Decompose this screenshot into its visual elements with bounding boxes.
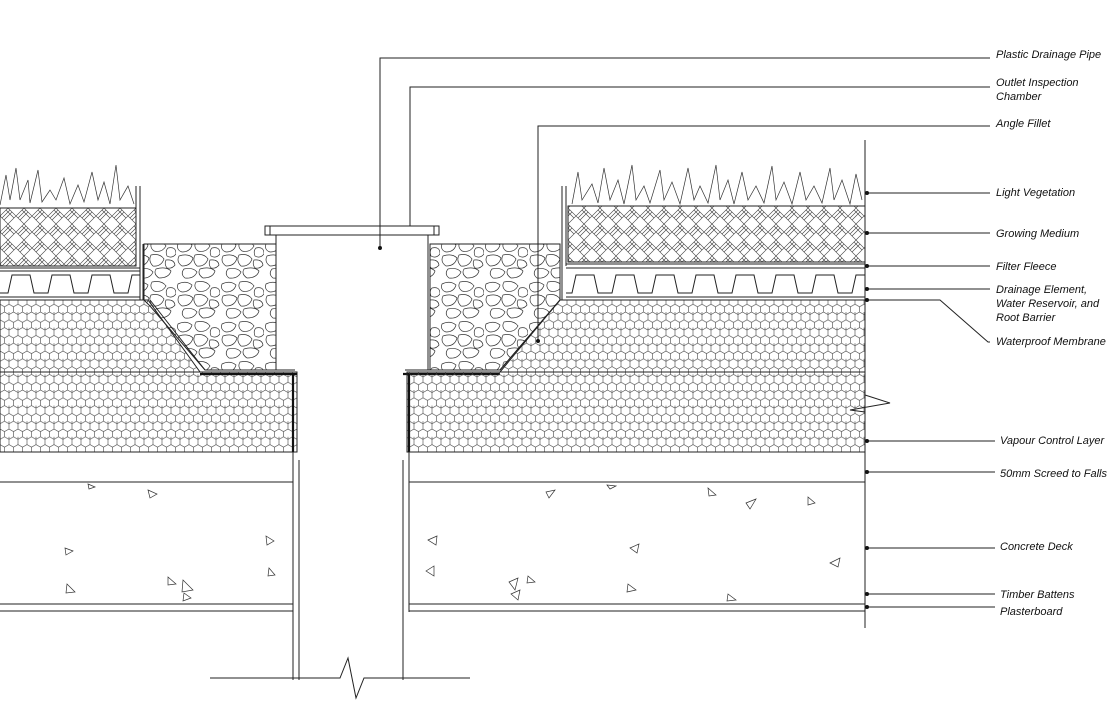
label-plastic-drainage-pipe: Plastic Drainage Pipe [996,49,1101,61]
label-vapour-control-layer: Vapour Control Layer [1000,435,1105,447]
label-timber-battens: Timber Battens [1000,589,1075,601]
label-drainage-element-line2: Water Reservoir, and [996,298,1100,310]
label-drainage-element-line3: Root Barrier [996,312,1057,324]
break-line [210,656,470,700]
plastic-drainage-pipe [210,452,470,700]
label-angle-fillet: Angle Fillet [995,118,1051,130]
left-growing-medium [0,207,137,267]
label-drainage-element-line1: Drainage Element, [996,284,1087,296]
right-roof-section [406,140,891,628]
label-concrete-deck: Concrete Deck [1000,541,1073,553]
right-growing-medium [567,205,866,263]
label-growing-medium: Growing Medium [996,228,1079,240]
left-roof-section [0,164,298,612]
leader-lines [378,57,995,609]
edge-break [849,394,891,413]
label-waterproof-membrane: Waterproof Membrane [996,336,1106,348]
left-vegetation [0,164,135,206]
label-light-vegetation: Light Vegetation [996,187,1075,199]
left-insulation [0,371,298,453]
right-vegetation [571,164,863,206]
left-drainage-element [0,267,140,298]
label-outlet-chamber-line2: Chamber [996,91,1043,103]
right-insulation [406,371,866,453]
label-screed: 50mm Screed to Falls [1000,468,1107,480]
label-group: Plastic Drainage Pipe Outlet Inspection … [995,49,1107,618]
label-outlet-chamber-line1: Outlet Inspection [996,77,1079,89]
label-filter-fleece: Filter Fleece [996,261,1057,273]
outlet-inspection-chamber [264,225,440,370]
left-aggregate [64,483,276,602]
left-concrete-deck [0,482,293,604]
right-aggregate [425,484,841,602]
label-plasterboard: Plasterboard [1000,606,1063,618]
right-drainage-element [566,263,865,298]
